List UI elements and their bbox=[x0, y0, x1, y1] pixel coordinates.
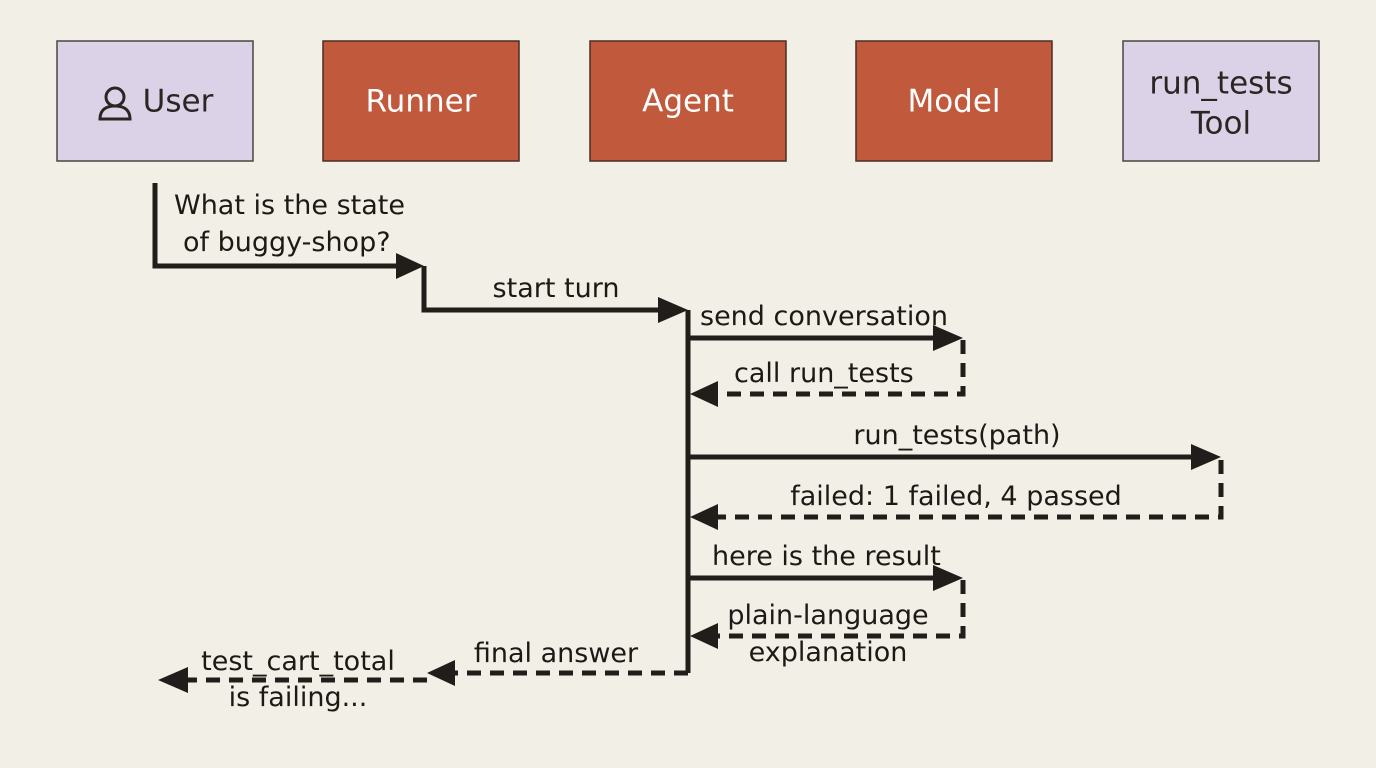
arrowhead bbox=[158, 667, 188, 693]
arrowhead bbox=[396, 253, 424, 279]
question-line1: What is the state bbox=[174, 190, 405, 221]
message-final-answer: final answer bbox=[427, 638, 688, 686]
arrowhead bbox=[690, 504, 718, 530]
participant-tool-label-line2: Tool bbox=[1190, 106, 1251, 142]
message-call-run-tests: call run_tests bbox=[690, 340, 966, 407]
message-explanation: plain-language explanation bbox=[690, 580, 966, 668]
explanation-line2: explanation bbox=[749, 637, 908, 668]
participant-user-label: User bbox=[143, 84, 214, 120]
call-run-tests-label: call run_tests bbox=[734, 358, 914, 389]
participant-agent: Agent bbox=[589, 40, 787, 162]
test-cart-total-line2: is failing... bbox=[229, 682, 368, 713]
message-failed-result: failed: 1 failed, 4 passed bbox=[690, 460, 1224, 530]
arrowhead bbox=[658, 297, 688, 323]
question-line2: of buggy-shop? bbox=[183, 227, 391, 258]
arrowhead bbox=[933, 325, 963, 351]
message-run-tests-path: run_tests(path) bbox=[688, 420, 1221, 470]
arrowhead bbox=[690, 623, 718, 649]
explanation-line1: plain-language bbox=[727, 600, 928, 631]
arrowhead bbox=[1191, 444, 1221, 470]
message-start-turn: start turn bbox=[421, 266, 688, 323]
here-is-result-label: here is the result bbox=[712, 541, 941, 572]
message-test-cart-total: test_cart_total is failing... bbox=[158, 646, 427, 713]
participant-tool-label-line1: run_tests bbox=[1149, 66, 1292, 102]
participant-user: User bbox=[56, 40, 254, 162]
message-user-question: What is the state of buggy-shop? bbox=[152, 183, 424, 279]
arrowhead bbox=[690, 381, 718, 407]
final-answer-label: final answer bbox=[474, 638, 639, 669]
participant-runner-label: Runner bbox=[366, 84, 477, 120]
failed-result-label: failed: 1 failed, 4 passed bbox=[790, 481, 1122, 512]
message-here-is-result: here is the result bbox=[688, 541, 963, 591]
test-cart-total-line1: test_cart_total bbox=[201, 646, 395, 677]
send-conversation-label: send conversation bbox=[700, 301, 948, 332]
start-turn-label: start turn bbox=[493, 273, 620, 304]
arrowhead bbox=[427, 660, 455, 686]
arrowhead bbox=[933, 565, 963, 591]
participant-agent-label: Agent bbox=[642, 84, 734, 120]
person-icon bbox=[98, 86, 132, 121]
run-tests-path-label: run_tests(path) bbox=[853, 420, 1060, 451]
participant-model: Model bbox=[855, 40, 1053, 162]
participant-runner: Runner bbox=[322, 40, 520, 162]
participant-tool: run_tests Tool bbox=[1122, 40, 1320, 162]
participant-model-label: Model bbox=[907, 84, 1000, 120]
message-send-conversation: send conversation bbox=[688, 301, 963, 351]
